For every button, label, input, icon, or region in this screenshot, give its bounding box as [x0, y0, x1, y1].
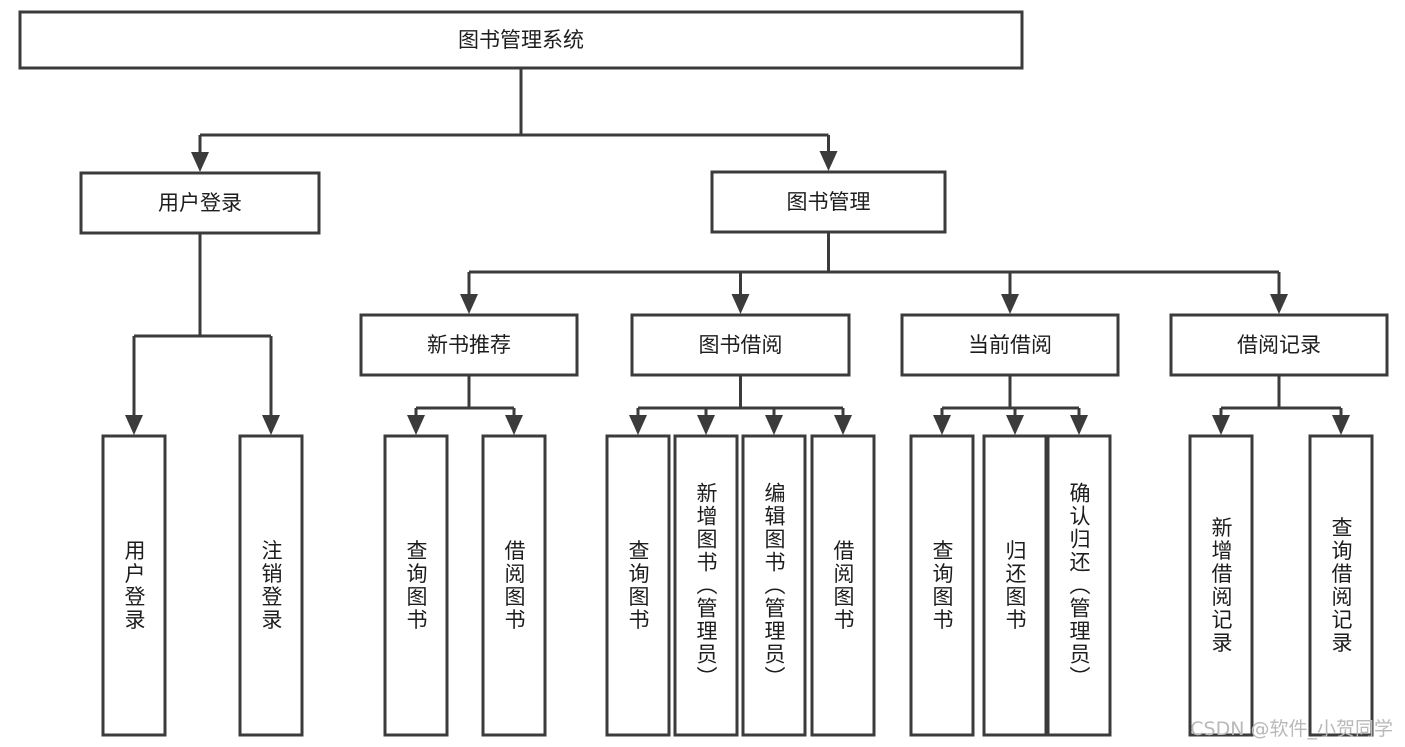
level2-node-user-login[interactable]: 用户登录 — [79, 171, 321, 235]
level3-node-borrow-record-box[interactable] — [1169, 313, 1389, 377]
level3-node-new-book-recommend-box[interactable] — [359, 313, 579, 377]
leaf-node-leaf-add-book-label: 新增图书（管理员） — [694, 482, 718, 689]
book-borrow-to-leaves-arrow-0 — [629, 415, 647, 435]
connector-layer — [125, 68, 1350, 435]
level3-node-borrow-record-label: 借阅记录 — [1237, 333, 1321, 357]
leaf-node-leaf-query-book-label: 查询图书 — [626, 540, 650, 632]
user-login-to-leaves-arrow-1 — [262, 415, 280, 435]
user-login-to-leaves-arrow-0 — [125, 415, 143, 435]
leaf-node-leaf-confirm-return-box[interactable] — [1046, 434, 1112, 737]
leaf-node-leaf-query-book-recommend[interactable]: 查询图书 — [383, 434, 449, 737]
leaf-node-leaf-query-book-current-label: 查询图书 — [930, 540, 954, 632]
leaf-node-leaf-add-book[interactable]: 新增图书（管理员） — [673, 434, 739, 737]
level3-node-current-borrow-box[interactable] — [900, 313, 1120, 377]
leaf-node-leaf-query-record[interactable]: 查询借阅记录 — [1308, 434, 1374, 737]
level2-node-book-management-label: 图书管理 — [787, 190, 871, 214]
level2-node-user-login-label: 用户登录 — [158, 191, 242, 215]
book-borrow-to-leaves-arrow-2 — [765, 415, 783, 435]
book-borrow-to-leaves-arrow-3 — [834, 415, 852, 435]
borrow-record-to-leaves-arrow-0 — [1212, 415, 1230, 435]
leaf-node-leaf-edit-book-box[interactable] — [741, 434, 807, 737]
leaf-node-leaf-return-book[interactable]: 归还图书 — [982, 434, 1048, 737]
current-borrow-to-leaves-arrow-1 — [1006, 415, 1024, 435]
level3-node-book-borrow-label: 图书借阅 — [699, 333, 783, 357]
leaf-node-leaf-user-login-box[interactable] — [101, 434, 167, 737]
root-node-root-label: 图书管理系统 — [458, 28, 584, 52]
leaf-node-leaf-return-book-label: 归还图书 — [1003, 540, 1027, 632]
level3-node-current-borrow[interactable]: 当前借阅 — [900, 313, 1120, 377]
bookmgmt-to-level3-arrow-1 — [731, 294, 750, 314]
level2-node-user-login-box[interactable] — [79, 171, 321, 235]
leaf-node-leaf-borrow-book[interactable]: 借阅图书 — [810, 434, 876, 737]
leaf-node-leaf-borrow-book-box[interactable] — [810, 434, 876, 737]
level3-node-new-book-recommend[interactable]: 新书推荐 — [359, 313, 579, 377]
root-node-root[interactable]: 图书管理系统 — [18, 10, 1024, 70]
leaf-node-leaf-add-book-box[interactable] — [673, 434, 739, 737]
leaf-node-leaf-query-book-box[interactable] — [605, 434, 671, 737]
leaf-node-leaf-logout-label: 注销登录 — [259, 540, 283, 632]
root-to-level2-arrow-0 — [191, 152, 209, 172]
leaf-node-leaf-add-record[interactable]: 新增借阅记录 — [1188, 434, 1254, 737]
level3-node-new-book-recommend-label: 新书推荐 — [427, 333, 511, 357]
level3-node-book-borrow[interactable]: 图书借阅 — [630, 313, 851, 377]
bookmgmt-to-level3-arrow-2 — [1001, 294, 1019, 314]
leaf-node-leaf-add-record-box[interactable] — [1188, 434, 1254, 737]
leaf-node-leaf-query-book[interactable]: 查询图书 — [605, 434, 671, 737]
leaf-node-leaf-confirm-return[interactable]: 确认归还（管理员） — [1046, 434, 1112, 737]
leaf-node-leaf-edit-book[interactable]: 编辑图书（管理员） — [741, 434, 807, 737]
leaf-node-leaf-edit-book-label: 编辑图书（管理员） — [762, 482, 786, 689]
leaf-node-leaf-borrow-book-recommend-label: 借阅图书 — [502, 540, 526, 632]
leaf-node-leaf-borrow-book-recommend-box[interactable] — [481, 434, 547, 737]
leaf-node-leaf-user-login-label: 用户登录 — [122, 540, 146, 632]
bookmgmt-to-level3-arrow-3 — [1270, 294, 1288, 314]
leaf-node-leaf-query-book-recommend-box[interactable] — [383, 434, 449, 737]
leaf-node-leaf-query-book-current-box[interactable] — [909, 434, 975, 737]
leaf-node-leaf-query-book-current[interactable]: 查询图书 — [909, 434, 975, 737]
bookmgmt-to-level3-arrow-0 — [460, 294, 478, 314]
leaf-node-leaf-logout[interactable]: 注销登录 — [238, 434, 304, 737]
current-borrow-to-leaves-arrow-0 — [933, 415, 951, 435]
root-node-root-box[interactable] — [18, 10, 1024, 70]
new-book-recommend-to-leaves-arrow-1 — [505, 415, 523, 435]
level3-node-current-borrow-label: 当前借阅 — [968, 333, 1052, 357]
leaf-node-leaf-return-book-box[interactable] — [982, 434, 1048, 737]
level3-node-book-borrow-box[interactable] — [630, 313, 851, 377]
root-to-level2-arrow-1 — [819, 151, 838, 171]
leaf-node-leaf-query-book-recommend-label: 查询图书 — [404, 540, 428, 632]
leaf-node-leaf-user-login[interactable]: 用户登录 — [101, 434, 167, 737]
node-layer: 图书管理系统用户登录图书管理新书推荐图书借阅当前借阅借阅记录用户登录注销登录查询… — [18, 10, 1389, 737]
leaf-node-leaf-query-record-box[interactable] — [1308, 434, 1374, 737]
book-borrow-to-leaves-arrow-1 — [697, 415, 715, 435]
level3-node-borrow-record[interactable]: 借阅记录 — [1169, 313, 1389, 377]
borrow-record-to-leaves-arrow-1 — [1332, 415, 1350, 435]
leaf-node-leaf-logout-box[interactable] — [238, 434, 304, 737]
leaf-node-leaf-confirm-return-label: 确认归还（管理员） — [1067, 482, 1091, 689]
leaf-node-leaf-query-record-label: 查询借阅记录 — [1329, 517, 1353, 655]
leaf-node-leaf-add-record-label: 新增借阅记录 — [1209, 517, 1233, 655]
leaf-node-leaf-borrow-book-label: 借阅图书 — [831, 540, 855, 632]
new-book-recommend-to-leaves-arrow-0 — [407, 415, 425, 435]
current-borrow-to-leaves-arrow-2 — [1070, 415, 1088, 435]
level2-node-book-management[interactable]: 图书管理 — [710, 170, 947, 234]
level2-node-book-management-box[interactable] — [710, 170, 947, 234]
leaf-node-leaf-borrow-book-recommend[interactable]: 借阅图书 — [481, 434, 547, 737]
